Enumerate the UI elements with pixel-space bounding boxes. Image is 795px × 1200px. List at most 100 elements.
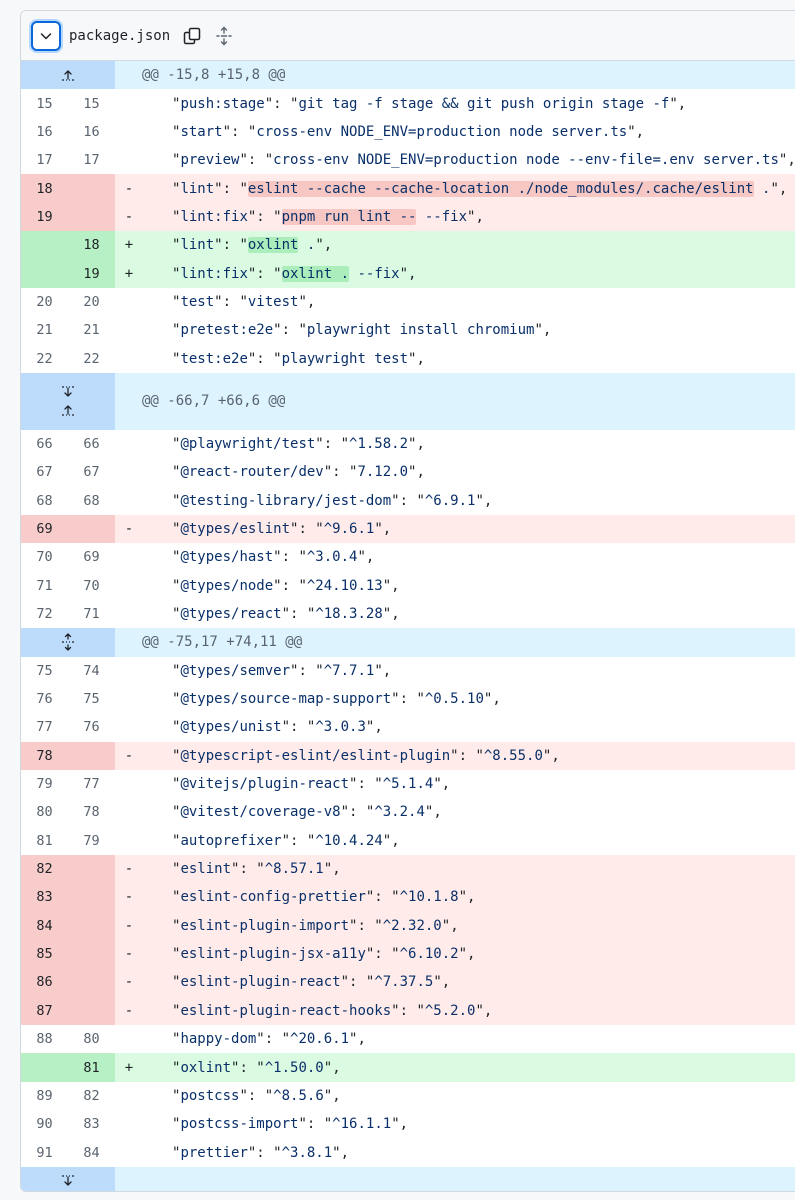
trailing-comma: , bbox=[332, 861, 341, 878]
trailing-comma: , bbox=[382, 520, 392, 537]
old-line-number[interactable]: 19 bbox=[21, 202, 68, 232]
new-line-number[interactable]: 74 bbox=[83, 662, 100, 679]
new-line-number[interactable] bbox=[68, 939, 115, 969]
new-line-number[interactable]: 83 bbox=[83, 1116, 100, 1133]
diff-marker: - bbox=[115, 514, 143, 544]
trailing-comma: , bbox=[787, 152, 795, 169]
old-line-number[interactable]: 67 bbox=[36, 464, 53, 481]
old-line-number[interactable]: 81 bbox=[36, 832, 53, 849]
new-line-number[interactable]: 22 bbox=[83, 350, 100, 367]
old-line-number[interactable]: 89 bbox=[36, 1087, 53, 1104]
new-line-number[interactable]: 82 bbox=[83, 1087, 100, 1104]
old-line-number[interactable]: 17 bbox=[36, 152, 53, 169]
expand-lines-button[interactable] bbox=[21, 61, 115, 90]
old-line-number[interactable]: 72 bbox=[36, 606, 53, 623]
quote: " bbox=[172, 662, 181, 679]
new-line-number[interactable]: 78 bbox=[83, 804, 100, 821]
new-line-number[interactable]: 67 bbox=[83, 464, 100, 481]
old-line-number[interactable]: 21 bbox=[36, 322, 53, 339]
colon: ": " bbox=[365, 889, 400, 906]
new-line-number[interactable]: 76 bbox=[83, 719, 100, 736]
old-line-number[interactable] bbox=[21, 1053, 68, 1082]
old-line-number[interactable] bbox=[21, 259, 68, 288]
old-line-number[interactable]: 71 bbox=[36, 577, 53, 594]
trailing-comma: , bbox=[340, 1144, 350, 1161]
old-line-number[interactable]: 22 bbox=[36, 350, 53, 367]
json-value: cross-env NODE_ENV=production node --env… bbox=[273, 152, 779, 169]
old-line-number[interactable]: 84 bbox=[21, 911, 68, 940]
new-line-number[interactable] bbox=[68, 883, 115, 912]
new-line-number[interactable]: 71 bbox=[83, 606, 100, 623]
old-line-number[interactable]: 69 bbox=[21, 514, 68, 544]
old-line-number[interactable]: 15 bbox=[36, 95, 53, 112]
new-line-number[interactable]: 16 bbox=[83, 123, 100, 140]
old-line-number[interactable] bbox=[21, 231, 68, 260]
old-line-number[interactable]: 68 bbox=[36, 492, 53, 509]
old-line-number[interactable]: 16 bbox=[36, 123, 53, 140]
old-line-number[interactable]: 82 bbox=[21, 854, 68, 884]
expand-lines-button[interactable] bbox=[21, 1166, 115, 1191]
collapse-file-button[interactable] bbox=[31, 20, 61, 51]
new-line-number[interactable]: 69 bbox=[83, 549, 100, 566]
old-line-number[interactable]: 83 bbox=[21, 883, 68, 912]
old-line-number[interactable]: 79 bbox=[36, 776, 53, 793]
new-line-number[interactable]: 70 bbox=[83, 577, 100, 594]
old-line-number[interactable]: 66 bbox=[36, 435, 53, 452]
new-line-number[interactable] bbox=[68, 968, 115, 997]
new-line-number[interactable]: 80 bbox=[83, 1031, 100, 1048]
old-line-number[interactable]: 87 bbox=[21, 996, 68, 1025]
old-line-number[interactable]: 77 bbox=[36, 719, 53, 736]
copy-path-button[interactable] bbox=[182, 26, 202, 46]
old-line-number[interactable]: 78 bbox=[21, 741, 68, 770]
new-line-number[interactable] bbox=[68, 996, 115, 1025]
file-name[interactable]: package.json bbox=[69, 27, 171, 44]
colon: ": " bbox=[239, 1087, 274, 1104]
expand-down-icon bbox=[62, 386, 74, 397]
new-line-number[interactable]: 20 bbox=[83, 293, 100, 310]
new-line-number[interactable]: 84 bbox=[83, 1144, 100, 1161]
new-line-number[interactable] bbox=[68, 854, 115, 884]
new-line-number[interactable]: 79 bbox=[83, 832, 100, 849]
json-key: postcss-import bbox=[180, 1116, 299, 1133]
old-line-number[interactable]: 75 bbox=[36, 662, 53, 679]
expand-lines-button[interactable] bbox=[21, 628, 115, 657]
old-line-number[interactable]: 80 bbox=[36, 804, 53, 821]
new-line-number[interactable] bbox=[68, 174, 115, 203]
expand-all-button[interactable] bbox=[214, 26, 234, 46]
expand-lines-button[interactable] bbox=[21, 372, 115, 430]
old-line-number[interactable]: 85 bbox=[21, 939, 68, 969]
old-line-number[interactable]: 90 bbox=[36, 1116, 53, 1133]
new-line-number[interactable] bbox=[68, 741, 115, 770]
new-line-number[interactable]: 68 bbox=[83, 492, 100, 509]
old-line-number[interactable]: 86 bbox=[21, 968, 68, 997]
new-line-number[interactable]: 77 bbox=[83, 776, 100, 793]
old-line-number[interactable]: 70 bbox=[36, 549, 53, 566]
new-line-number[interactable]: 18 bbox=[68, 231, 115, 260]
new-line-number[interactable]: 19 bbox=[68, 259, 115, 288]
old-line-number[interactable]: 20 bbox=[36, 293, 53, 310]
new-line-number[interactable]: 21 bbox=[83, 322, 100, 339]
new-line-number[interactable]: 66 bbox=[83, 435, 100, 452]
old-line-number[interactable]: 18 bbox=[21, 174, 68, 203]
new-line-number[interactable] bbox=[68, 514, 115, 544]
new-line-number[interactable] bbox=[68, 202, 115, 232]
expand-up-icon bbox=[62, 70, 74, 81]
code-line: "oxlint": "^1.50.0", bbox=[143, 1053, 795, 1082]
new-line-number[interactable]: 15 bbox=[83, 95, 100, 112]
old-line-number[interactable]: 88 bbox=[36, 1031, 53, 1048]
colon: ": " bbox=[239, 152, 274, 169]
code-line: "@testing-library/jest-dom": "^6.9.1", bbox=[143, 486, 795, 514]
new-line-number[interactable]: 17 bbox=[83, 152, 100, 169]
new-line-number[interactable]: 75 bbox=[83, 691, 100, 708]
new-line-number[interactable]: 81 bbox=[68, 1053, 115, 1082]
old-line-number[interactable]: 91 bbox=[36, 1144, 53, 1161]
new-line-number[interactable] bbox=[68, 911, 115, 940]
old-line-number[interactable]: 76 bbox=[36, 691, 53, 708]
json-value-rest: --fix bbox=[416, 208, 468, 225]
code-line: "eslint-plugin-jsx-a11y": "^6.10.2", bbox=[143, 939, 795, 969]
